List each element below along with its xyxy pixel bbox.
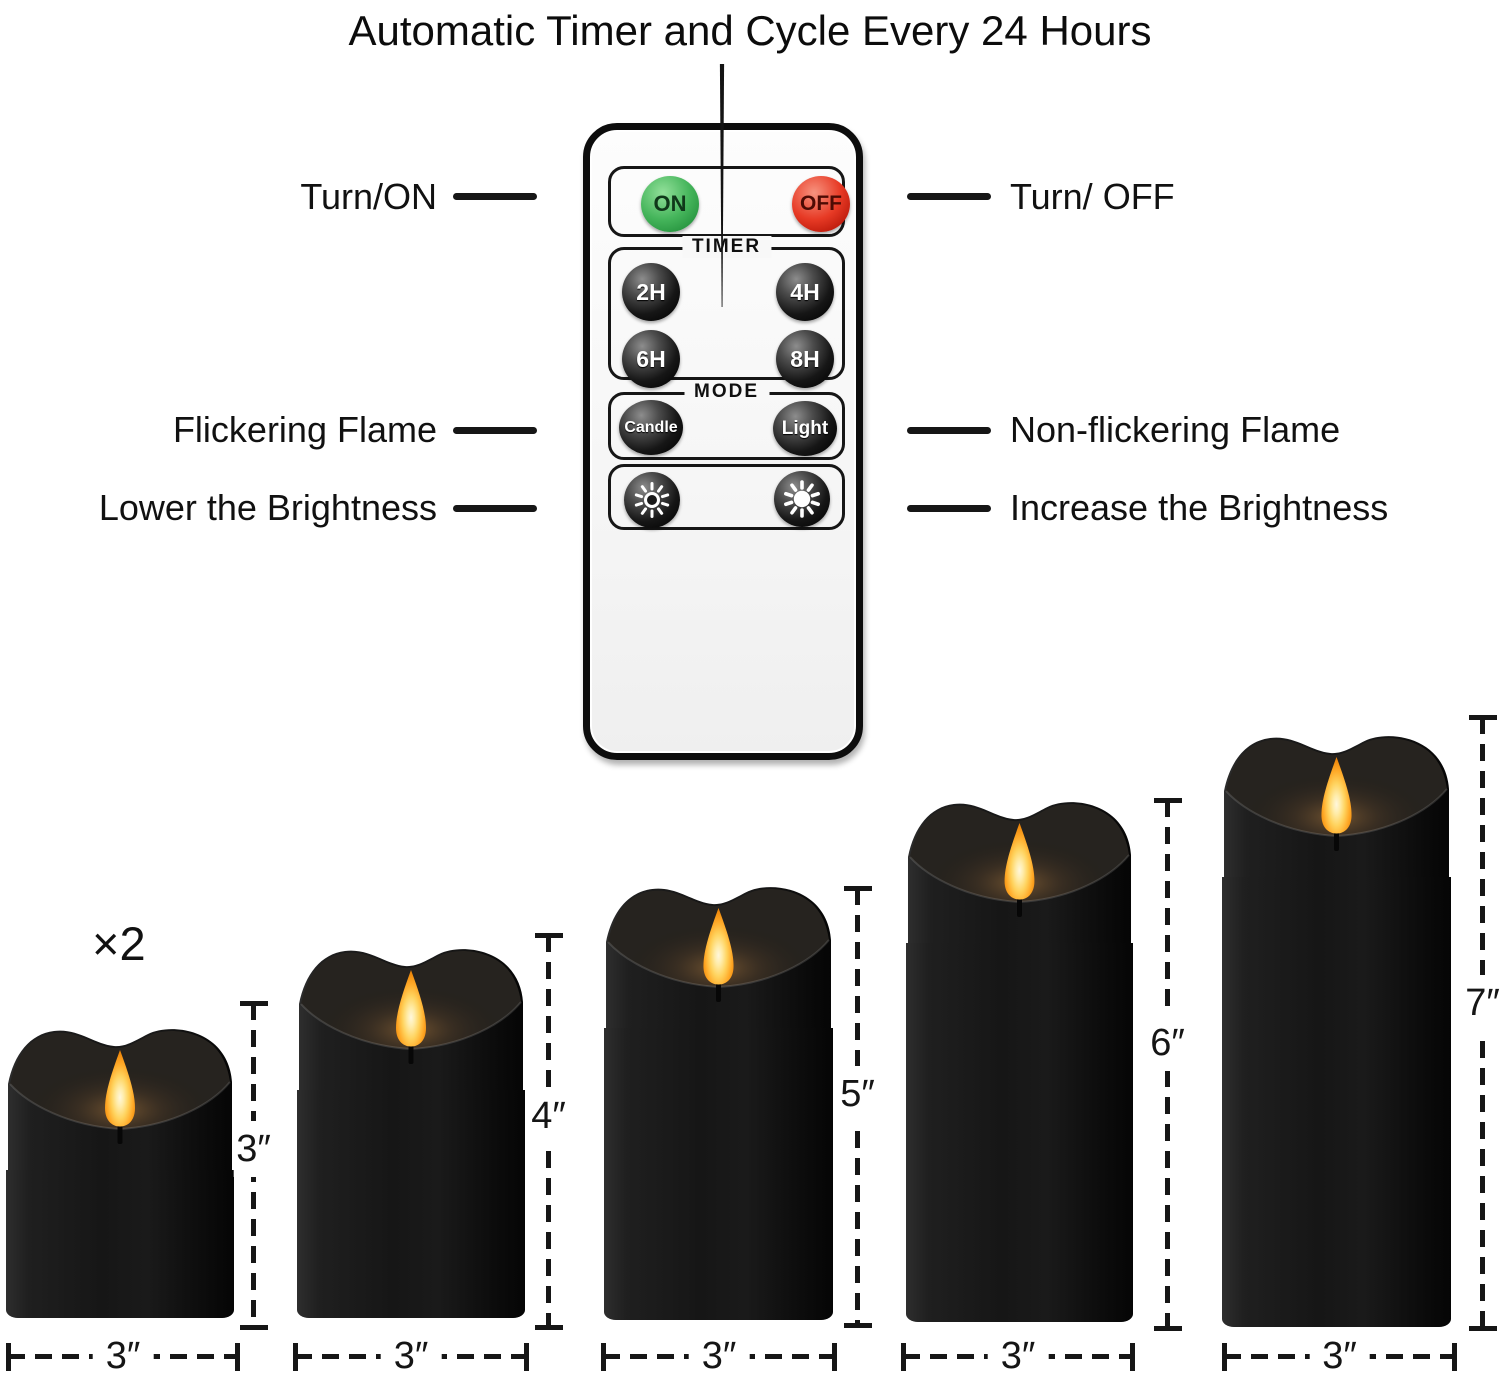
callout-line-turn-on — [453, 193, 537, 200]
sun-bright-icon — [784, 480, 820, 518]
callout-line-lower-brightness — [453, 505, 537, 512]
candle-flame-icon — [1222, 727, 1451, 879]
callout-line-non-flickering — [907, 427, 991, 434]
height-label-7in: 7″ — [1462, 975, 1500, 1031]
width-label-3: 3″ — [688, 1333, 750, 1374]
pointer-line — [719, 64, 725, 307]
page-title: Automatic Timer and Cycle Every 24 Hours — [348, 7, 1152, 54]
callout-line-increase-brightness — [907, 505, 991, 512]
candle-flame-icon — [6, 1020, 234, 1172]
candle-flame-icon — [906, 793, 1133, 945]
candle-3in — [6, 1020, 234, 1318]
height-label-6in: 6″ — [1147, 1015, 1188, 1071]
callout-increase-brightness-label: Increase the Brightness — [1010, 487, 1389, 528]
height-label-4in: 4″ — [528, 1088, 569, 1144]
height-dimension-5in: 5″ — [837, 888, 878, 1326]
width-dimension-4: 3″ — [903, 1333, 1133, 1374]
timer-section: TIMER 2H 4H 6H 8H — [608, 236, 845, 388]
height-dimension-4in: 4″ — [528, 935, 569, 1328]
width-label-2: 3″ — [380, 1333, 442, 1374]
callout-lower-brightness-label: Lower the Brightness — [98, 487, 437, 528]
candle-body — [297, 1090, 525, 1318]
candle-6in — [906, 793, 1133, 1322]
candle-body — [906, 943, 1133, 1322]
timer-4h-button[interactable]: 4H — [776, 263, 834, 321]
callout-line-flickering — [453, 427, 537, 434]
candle-body — [6, 1170, 234, 1318]
width-dimension-1: 3″ — [8, 1333, 238, 1374]
candle-body — [1222, 877, 1451, 1327]
candle-mode-button[interactable]: Candle — [619, 400, 683, 455]
width-dimension-2: 3″ — [295, 1333, 527, 1374]
candle-body — [604, 1028, 833, 1320]
quantity-label: ×2 — [92, 917, 146, 970]
callout-non-flickering-label: Non-flickering Flame — [1010, 409, 1341, 450]
timer-8h-button[interactable]: 8H — [776, 330, 834, 388]
mode-section: MODE Candle Light — [608, 381, 845, 460]
remote-control: ON OFF TIMER 2H 4H 6H 8H MODE Candle Lig… — [583, 123, 863, 760]
height-dimension-7in: 7″ — [1462, 717, 1500, 1329]
height-label-5in: 5″ — [837, 1066, 878, 1122]
height-dimension-3in: 3″ — [233, 1003, 274, 1328]
power-section: ON OFF — [608, 166, 850, 237]
callout-flickering-label: Flickering Flame — [172, 409, 437, 450]
candle-5in — [604, 878, 833, 1320]
brightness-section — [608, 464, 845, 530]
candle-flame-icon — [604, 878, 833, 1030]
width-dimension-3: 3″ — [603, 1333, 835, 1374]
mode-section-label: MODE — [684, 381, 769, 403]
height-dimension-6in: 6″ — [1147, 800, 1188, 1329]
timer-6h-button[interactable]: 6H — [622, 330, 680, 388]
width-label-4: 3″ — [987, 1333, 1049, 1374]
width-dimension-5: 3″ — [1224, 1333, 1455, 1374]
off-button[interactable]: OFF — [792, 176, 850, 232]
dim-button[interactable] — [624, 472, 680, 528]
callout-line-turn-off — [907, 193, 991, 200]
sun-dim-icon — [634, 482, 670, 518]
callout-turn-off-label: Turn/ OFF — [1010, 176, 1175, 217]
width-label-1: 3″ — [92, 1333, 154, 1374]
light-mode-button[interactable]: Light — [773, 401, 837, 456]
candle-flame-icon — [297, 940, 525, 1092]
on-button[interactable]: ON — [641, 176, 699, 232]
timer-section-label: TIMER — [681, 236, 772, 258]
candle-4in — [297, 940, 525, 1318]
width-label-5: 3″ — [1309, 1333, 1370, 1374]
height-label-3in: 3″ — [233, 1121, 274, 1177]
callout-turn-on-label: Turn/ON — [300, 176, 437, 217]
brighten-button[interactable] — [774, 471, 830, 527]
candle-7in — [1222, 727, 1451, 1327]
timer-2h-button[interactable]: 2H — [622, 263, 680, 321]
